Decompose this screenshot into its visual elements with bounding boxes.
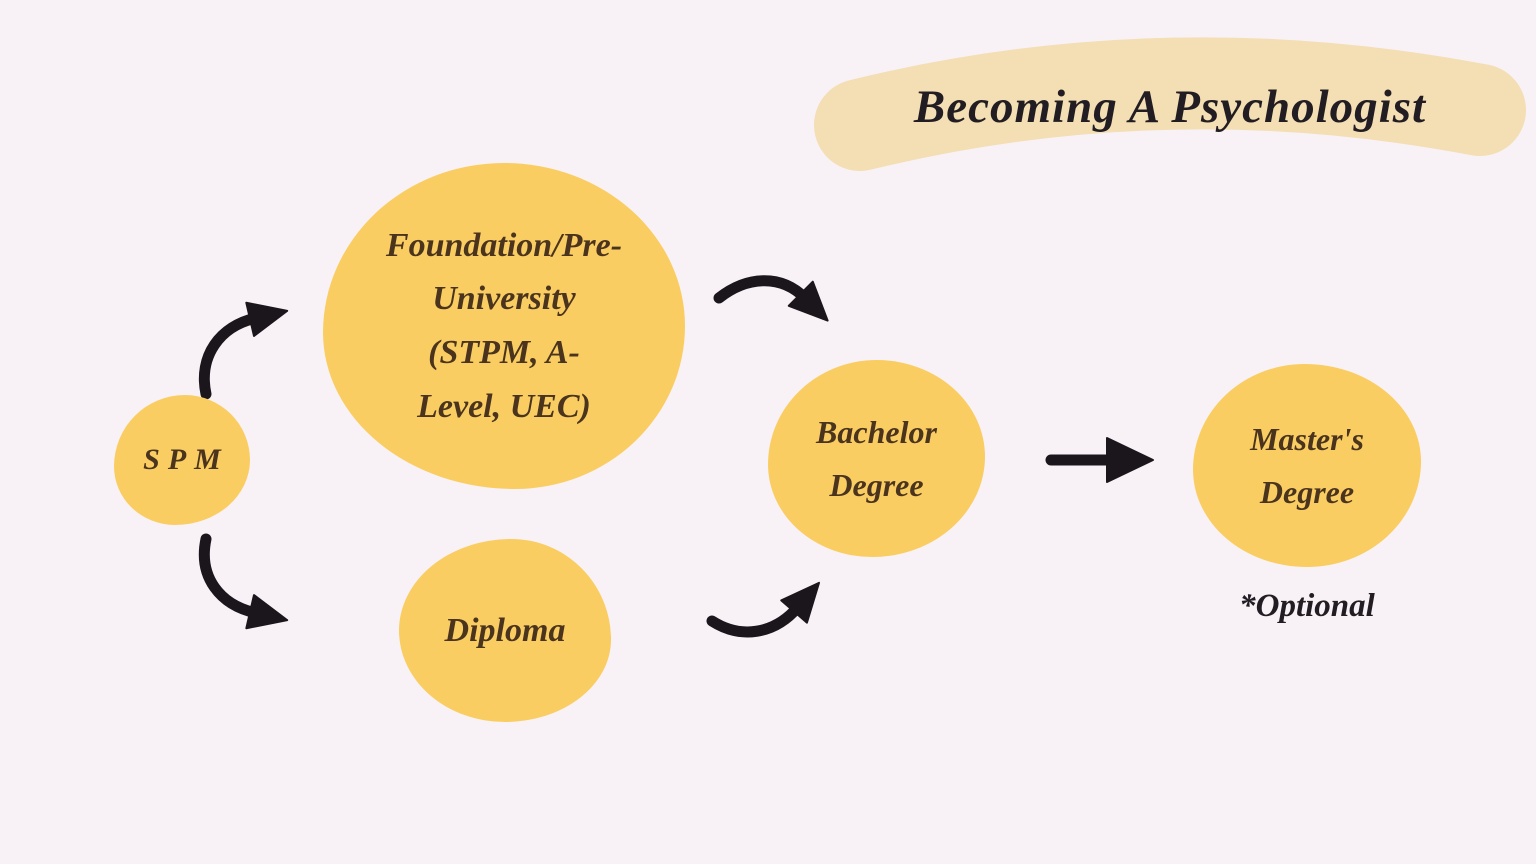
node-bachelor-degree: Bachelor Degree: [768, 360, 985, 557]
title-highlight-swash: [814, 37, 1526, 171]
arrow-foundation-to-bachelor: [713, 275, 829, 322]
node-foundation-label-line4: Level, UEC): [417, 387, 591, 425]
node-foundation-label-line2: University: [432, 280, 576, 318]
node-diploma-label: Diploma: [444, 611, 566, 649]
arrow-bachelor-to-masters: [1045, 437, 1154, 483]
node-spm-label: SPM: [143, 443, 229, 476]
node-foundation-label-line3: (STPM, A-: [428, 334, 580, 371]
node-spm: SPM: [114, 395, 250, 525]
node-foundation-label-line1: Foundation/Pre-: [385, 226, 623, 264]
node-foundation-pre-university: Foundation/Pre- University (STPM, A- Lev…: [323, 163, 685, 489]
node-bachelor-label-line2: Degree: [829, 466, 924, 503]
node-masters-degree: Master's Degree: [1193, 364, 1421, 567]
node-masters-label-line2: Degree: [1259, 473, 1355, 510]
node-masters-label-line1: Master's: [1250, 420, 1364, 457]
node-bachelor-label-line1: Bachelor: [816, 413, 937, 450]
node-diploma: Diploma: [399, 539, 611, 722]
arrow-spm-to-foundation: [199, 301, 289, 400]
diagram-title: Becoming A Psychologist: [913, 81, 1427, 133]
arrow-spm-to-diploma: [199, 533, 289, 630]
optional-note: *Optional: [1239, 588, 1375, 624]
arrow-diploma-to-bachelor: [706, 581, 820, 638]
